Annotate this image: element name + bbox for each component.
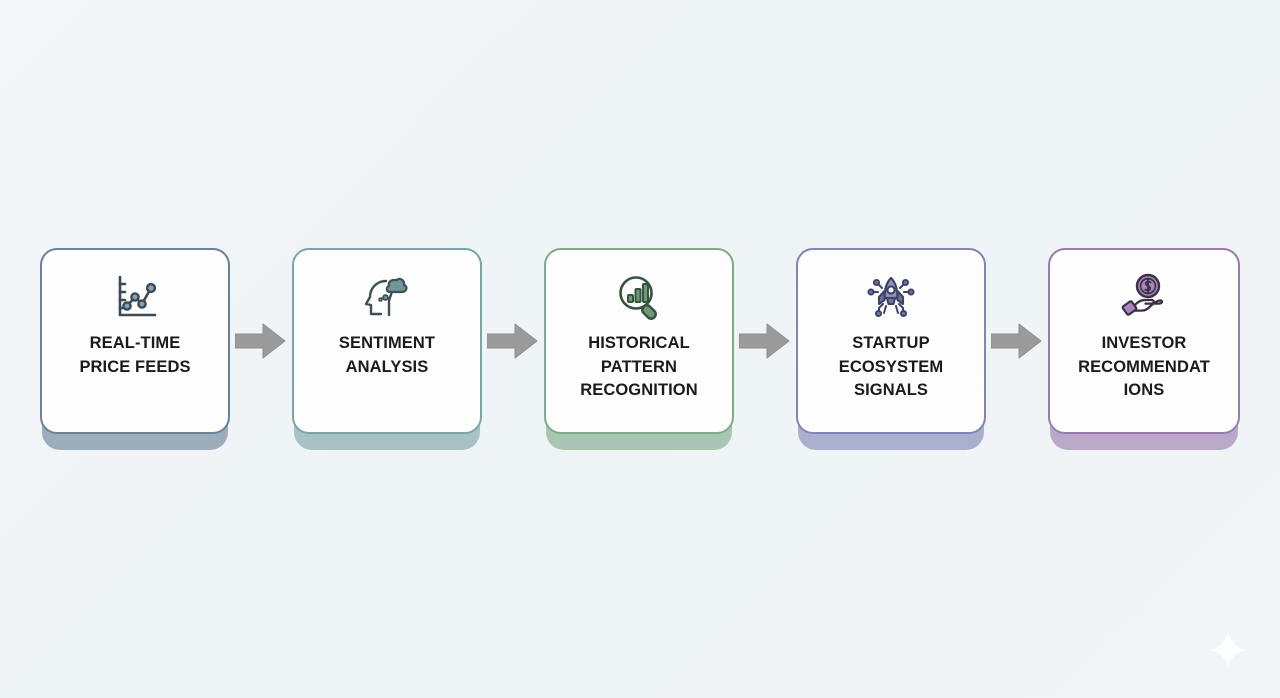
arrow-right-icon bbox=[235, 323, 286, 359]
hand-coin-icon bbox=[1115, 268, 1173, 326]
arrow-right-icon bbox=[739, 323, 790, 359]
line-chart-icon bbox=[106, 268, 164, 326]
arrow-right-icon bbox=[487, 323, 538, 359]
flow-arrow-1 bbox=[230, 248, 292, 434]
magnifier-bar-chart-icon bbox=[610, 268, 668, 326]
flow-arrow-4 bbox=[986, 248, 1048, 434]
flow-step-1[interactable]: REAL-TIME PRICE FEEDS bbox=[40, 248, 230, 450]
flow-step-4[interactable]: STARTUP ECOSYSTEM SIGNALS bbox=[796, 248, 986, 450]
rocket-network-icon bbox=[862, 268, 920, 326]
card-3-label: HISTORICAL PATTERN RECOGNITION bbox=[580, 334, 698, 399]
card-5-label: INVESTOR RECOMMENDAT IONS bbox=[1078, 334, 1210, 399]
card-4[interactable]: STARTUP ECOSYSTEM SIGNALS bbox=[796, 248, 986, 434]
flow-step-5[interactable]: INVESTOR RECOMMENDAT IONS bbox=[1048, 248, 1240, 450]
arrow-right-icon bbox=[991, 323, 1042, 359]
card-1[interactable]: REAL-TIME PRICE FEEDS bbox=[40, 248, 230, 434]
flow-step-2[interactable]: SENTIMENT ANALYSIS bbox=[292, 248, 482, 450]
card-5[interactable]: INVESTOR RECOMMENDAT IONS bbox=[1048, 248, 1240, 434]
card-2-label: SENTIMENT ANALYSIS bbox=[338, 334, 436, 376]
card-2[interactable]: SENTIMENT ANALYSIS bbox=[292, 248, 482, 434]
flow-step-3[interactable]: HISTORICAL PATTERN RECOGNITION bbox=[544, 248, 734, 450]
card-1-label: REAL-TIME PRICE FEEDS bbox=[79, 334, 191, 376]
head-thought-bubble-icon bbox=[358, 268, 416, 326]
sparkle-icon bbox=[1206, 628, 1250, 672]
card-4-label: STARTUP ECOSYSTEM SIGNALS bbox=[838, 334, 944, 399]
process-flow: REAL-TIME PRICE FEEDS bbox=[0, 248, 1280, 450]
flow-arrow-2 bbox=[482, 248, 544, 434]
card-3[interactable]: HISTORICAL PATTERN RECOGNITION bbox=[544, 248, 734, 434]
flow-arrow-3 bbox=[734, 248, 796, 434]
